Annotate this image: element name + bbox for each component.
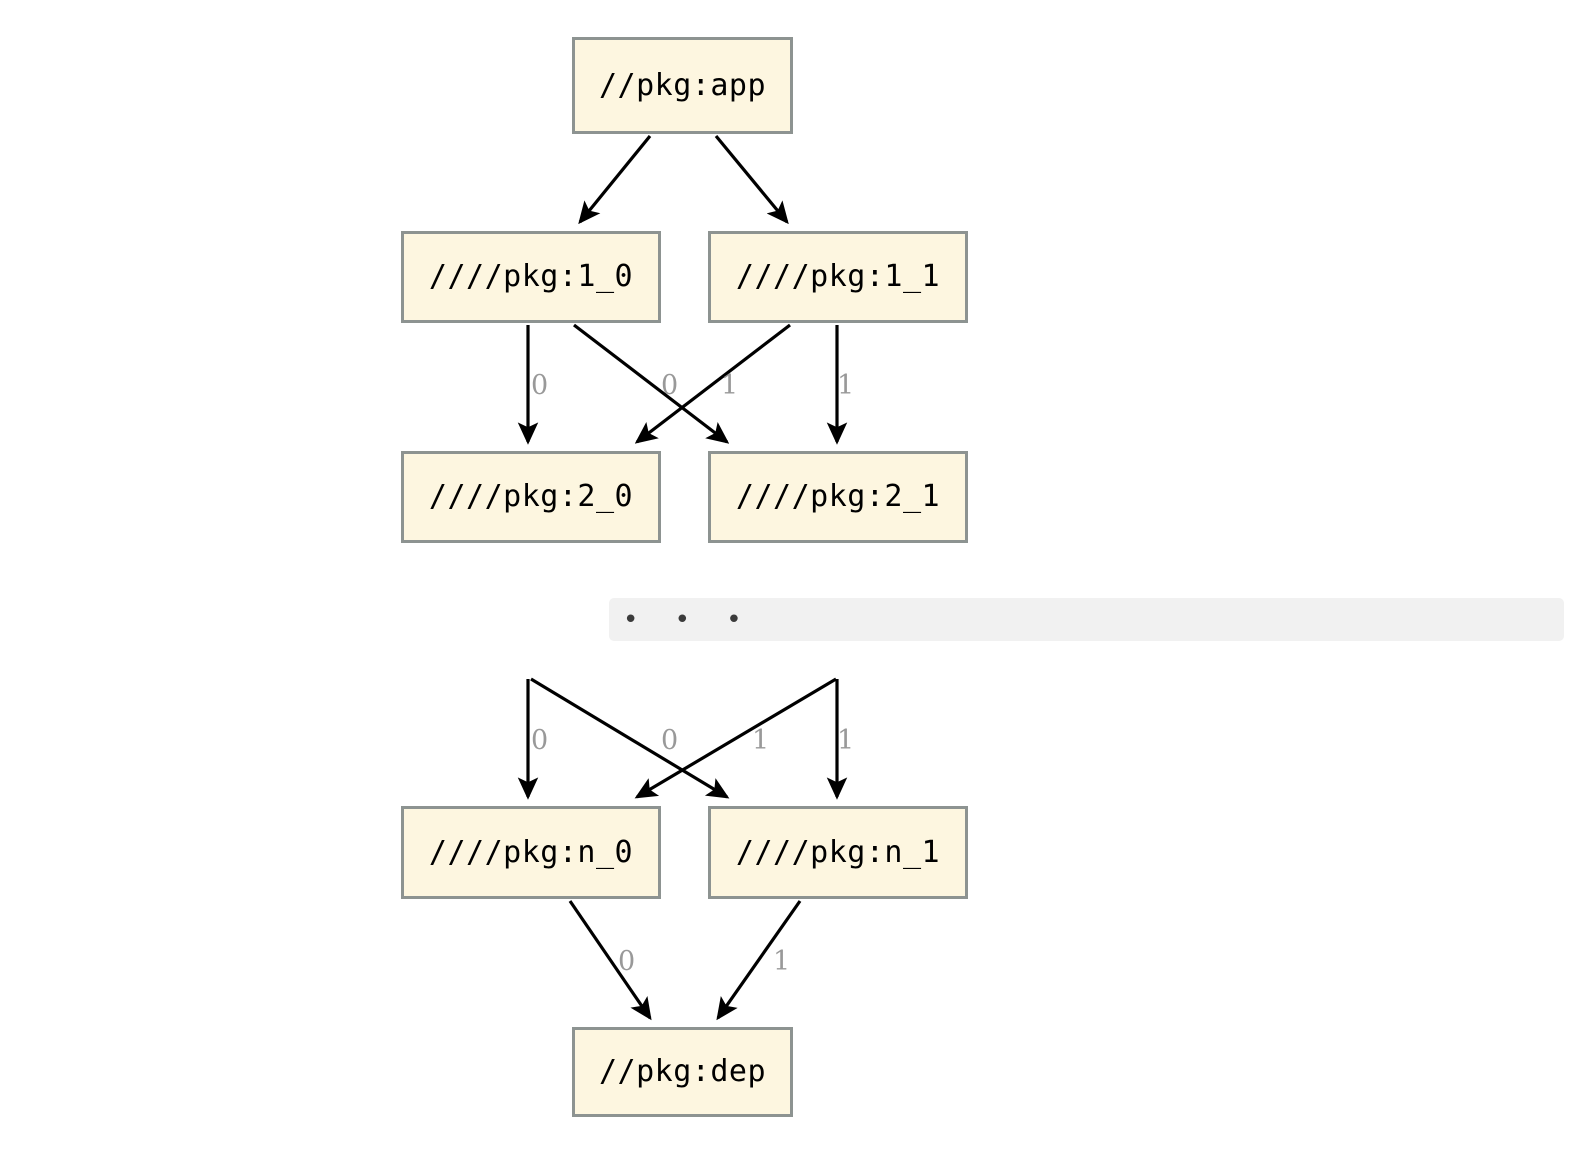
- edge-app-to-1_0: [578, 134, 652, 225]
- edge-above-to-n_1: [530, 677, 730, 799]
- edge-label: 0: [618, 946, 636, 977]
- ellipsis-dots: • • •: [623, 605, 756, 635]
- node-pkg-1_1[interactable]: ////pkg:1_1: [708, 231, 968, 323]
- node-pkg-2_0[interactable]: ////pkg:2_0: [401, 451, 661, 543]
- edge-app-to-1_1: [714, 134, 789, 225]
- node-label: //pkg:app: [598, 67, 767, 103]
- edge-n_0-to-dep: [568, 900, 652, 1021]
- node-label: ////pkg:2_0: [428, 479, 634, 514]
- node-label: ////pkg:n_0: [428, 834, 634, 870]
- node-pkg-app[interactable]: //pkg:app: [572, 37, 793, 134]
- edge-n_1-to-dep: [716, 900, 802, 1021]
- edge-above-to-n_0-cross: [634, 677, 837, 799]
- node-label: ////pkg:1_1: [735, 259, 941, 294]
- edge-label: 1: [773, 946, 791, 977]
- node-label: ////pkg:n_1: [735, 834, 941, 870]
- edge-label: 0: [531, 370, 549, 401]
- node-label: //pkg:dep: [598, 1054, 767, 1089]
- node-label: ////pkg:2_1: [735, 479, 941, 514]
- node-pkg-1_0[interactable]: ////pkg:1_0: [401, 231, 661, 323]
- edge-1_0-to-2_1: [573, 323, 730, 444]
- node-label: ////pkg:1_0: [428, 259, 634, 294]
- edge-label: 0: [531, 725, 549, 756]
- edge-label: 0: [661, 725, 679, 756]
- node-pkg-dep[interactable]: //pkg:dep: [572, 1027, 793, 1117]
- edge-label: 1: [837, 370, 855, 401]
- node-pkg-n_0[interactable]: ////pkg:n_0: [401, 806, 661, 899]
- edge-label: 1: [837, 725, 855, 756]
- edge-label: 1: [721, 370, 739, 401]
- edge-label: 0: [661, 370, 679, 401]
- edge-1_1-to-2_0: [634, 323, 791, 444]
- node-pkg-n_1[interactable]: ////pkg:n_1: [708, 806, 968, 899]
- edge-label: 1: [752, 725, 770, 756]
- node-pkg-2_1[interactable]: ////pkg:2_1: [708, 451, 968, 543]
- truncation-ellipsis-band: • • •: [609, 598, 1564, 641]
